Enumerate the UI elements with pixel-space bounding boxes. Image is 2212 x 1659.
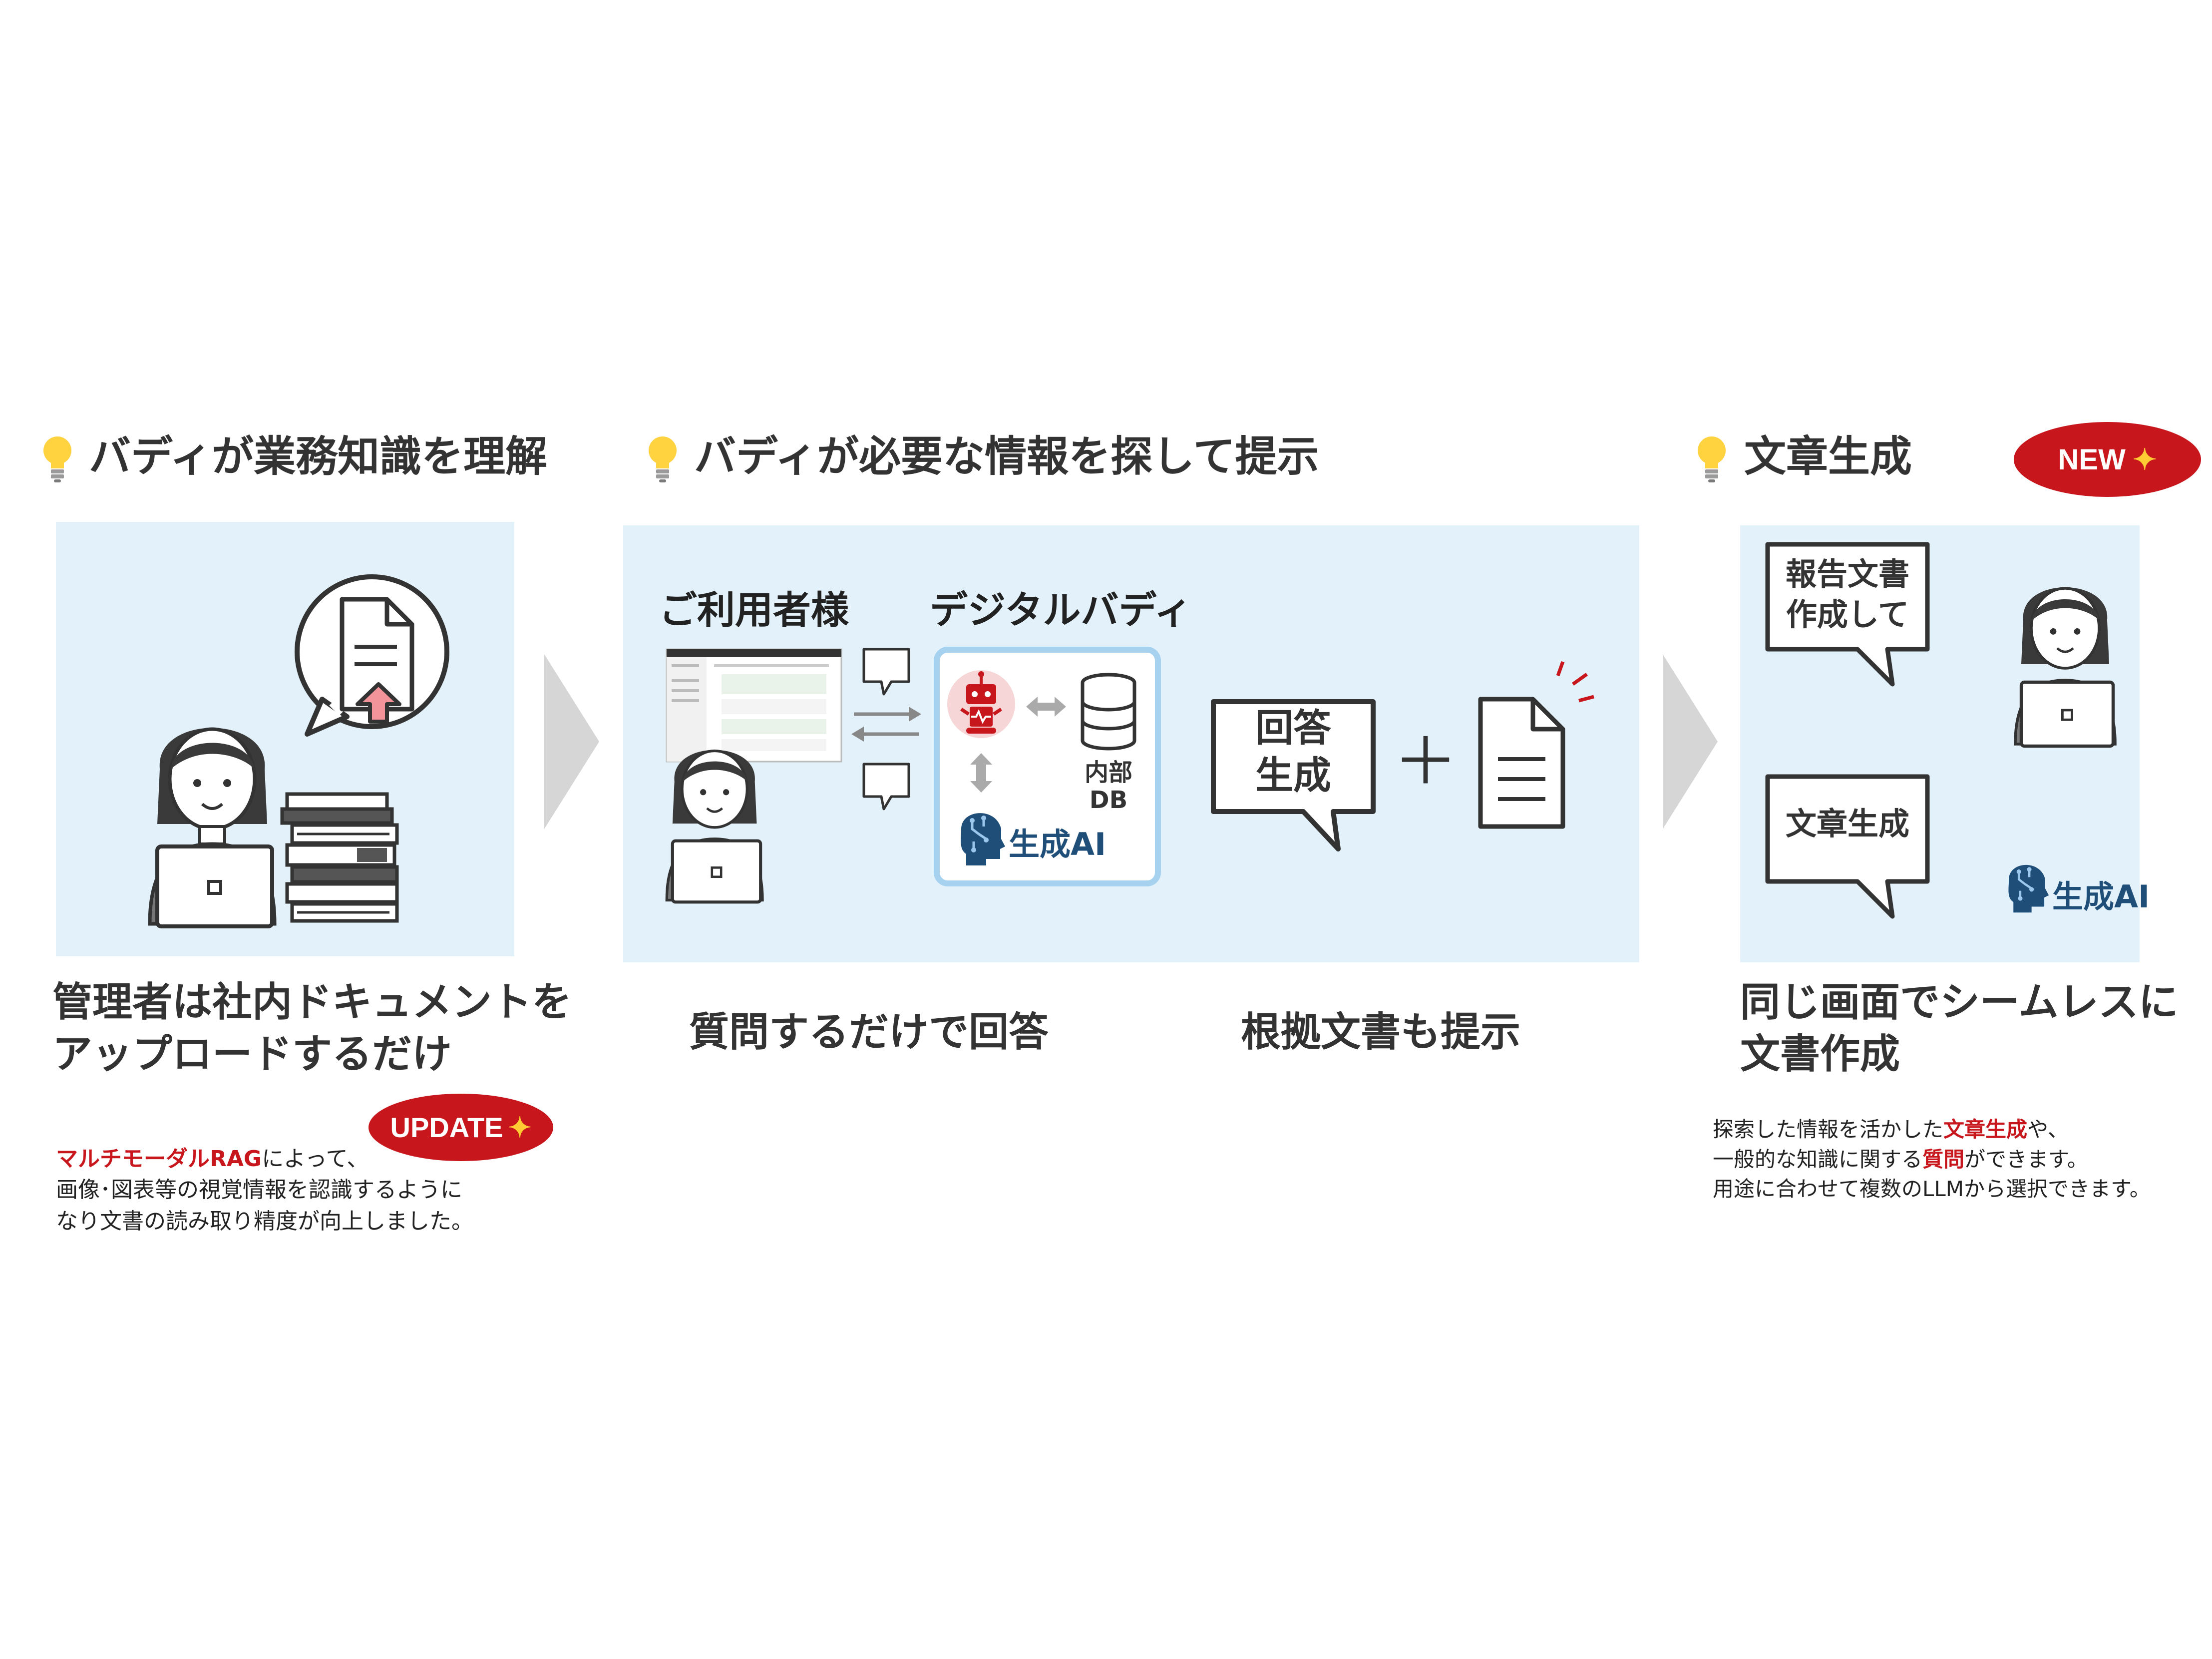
lightbulb-icon (649, 436, 677, 482)
new-badge: NEW ✦ (2014, 422, 2201, 497)
request-bubble-text: 報告文書 作成して (1768, 554, 1927, 635)
section1-note-line2: 画像･図表等の視覚情報を認識するように (56, 1177, 462, 1203)
ai-label: 生成AI (1009, 826, 1106, 862)
ai-label: 生成AI (2052, 878, 2150, 915)
exchange-arrows-icon (851, 707, 921, 742)
answer-generation-label: 回答 生成 (1213, 704, 1373, 799)
plus-sign: ＋ (1393, 724, 1459, 800)
update-badge: UPDATE ✦ (369, 1094, 553, 1161)
chat-bubble-icon (862, 763, 910, 811)
section3-note-line1: 探索した情報を活かした文章生成や、 (1713, 1115, 2151, 1145)
chevron-right-icon (544, 654, 599, 829)
book-stack-icon (280, 792, 399, 923)
digital-buddy-label: デジタルバディ (930, 588, 1192, 632)
section3-note-line1-c: や、 (2027, 1117, 2069, 1142)
request-speech-bubble (1765, 542, 1930, 687)
question-highlight: 質問 (1922, 1147, 1965, 1172)
section3-caption: 同じ画面でシームレスに 文書作成 (1740, 976, 2179, 1080)
sparkle-icon: ✦ (2132, 443, 2157, 476)
section3-note-line2: 一般的な知識に関する質問ができます。 (1713, 1145, 2151, 1175)
section1-caption: 管理者は社内ドキュメントを アップロードするだけ (52, 976, 572, 1080)
robot-icon (947, 670, 1015, 738)
chevron-right-icon (1663, 654, 1718, 829)
document-upload-bubble (295, 574, 449, 737)
answer-speech-bubble (1211, 699, 1376, 851)
section3-note-line3: 用途に合わせて複数のLLMから選択できます。 (1713, 1177, 2151, 1202)
ai-head-icon (961, 813, 1005, 865)
request-bubble-line1: 報告文書 (1785, 556, 1909, 592)
document-generation-highlight: 文章生成 (1943, 1117, 2028, 1142)
section3-caption-line2: 文書作成 (1740, 1031, 1900, 1077)
double-arrow-vertical-icon (970, 753, 992, 793)
lightbulb-icon (43, 436, 71, 482)
section2-heading: バディが必要な情報を探して提示 (694, 432, 1319, 481)
ai-head-icon (2008, 864, 2049, 913)
user-person-icon (665, 749, 764, 904)
section3-note-line2-c: ができます。 (1964, 1147, 2088, 1172)
section1-note-line1: マルチモーダルRAGによって、 (56, 1144, 473, 1175)
internal-db-label-line1: 内部 (1084, 759, 1132, 787)
internal-db-label-line2: DB (1089, 786, 1128, 815)
source-document-icon (1478, 661, 1594, 829)
internal-db-label: 内部 DB (1074, 759, 1143, 814)
answer-generation-line1: 回答 (1255, 706, 1331, 750)
double-arrow-horizontal-icon (1026, 697, 1066, 717)
user-label: ご利用者様 (659, 588, 849, 632)
section3-note: 探索した情報を活かした文章生成や、 一般的な知識に関する質問ができます。 用途に… (1713, 1115, 2151, 1204)
generation-bubble-text: 文章生成 (1785, 806, 1909, 842)
section1-caption-line2: アップロードするだけ (52, 1031, 452, 1077)
sparkle-icon: ✦ (508, 1111, 532, 1143)
writer-person-icon (2014, 587, 2117, 748)
section2-caption-right: 根拠文書も提示 (1241, 1009, 1520, 1055)
section3-caption-line1: 同じ画面でシームレスに (1740, 979, 2179, 1025)
section3-heading: 文章生成 (1744, 432, 1912, 481)
lightbulb-icon (1698, 436, 1726, 482)
multimodal-rag-highlight: マルチモーダルRAG (56, 1146, 262, 1172)
section1-caption-line1: 管理者は社内ドキュメントを (52, 979, 572, 1025)
update-badge-label: UPDATE (390, 1112, 503, 1143)
section3-note-line2-a: 一般的な知識に関する (1713, 1147, 1923, 1172)
app-screenshot-thumbnail (666, 648, 842, 763)
answer-generation-line2: 生成 (1255, 753, 1331, 798)
section1-note: マルチモーダルRAGによって、 画像･図表等の視覚情報を認識するように なり文書… (56, 1144, 473, 1237)
section2-caption-left: 質問するだけで回答 (689, 1009, 1049, 1055)
section3-note-line1-a: 探索した情報を活かした (1713, 1117, 1944, 1142)
section1-heading: バディが業務知識を理解 (89, 432, 548, 481)
generation-speech-bubble (1765, 774, 1930, 919)
request-bubble-line2: 作成して (1786, 596, 1909, 633)
section1-panel (56, 522, 514, 956)
section1-note-line1-rest: によって、 (262, 1146, 369, 1172)
database-icon (1081, 673, 1136, 751)
administrator-person-icon (148, 727, 277, 928)
new-badge-label: NEW (2058, 443, 2126, 476)
section1-note-line3: なり文書の読み取り精度が向上しました。 (56, 1208, 473, 1234)
chat-bubble-icon (862, 648, 910, 696)
